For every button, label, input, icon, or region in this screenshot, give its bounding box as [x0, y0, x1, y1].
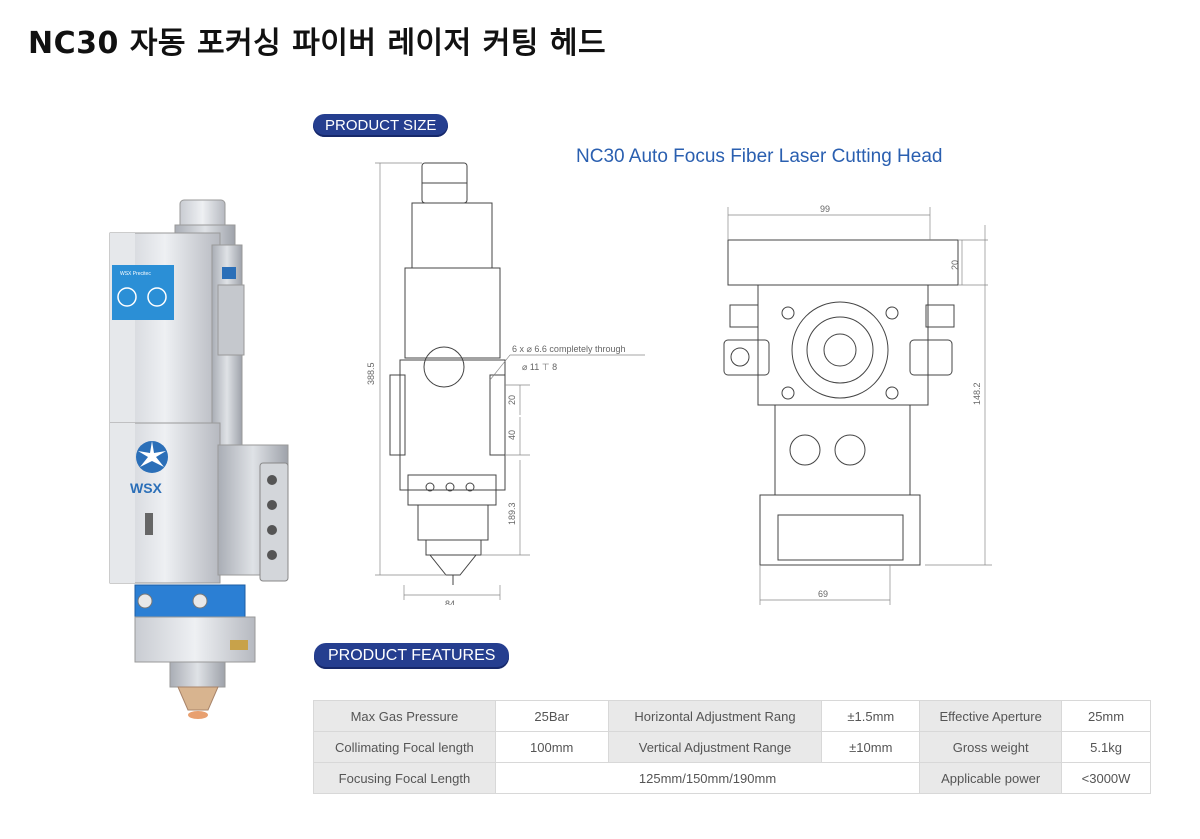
dim-height-top: 20 [950, 260, 960, 270]
dim-height-total: 148.2 [972, 382, 982, 405]
feature-value: 125mm/150mm/190mm [494, 762, 921, 794]
feature-value: <3000W [1061, 762, 1151, 794]
feature-value: 25Bar [494, 700, 609, 732]
page-title: NC30 자동 포커싱 파이버 레이저 커팅 헤드 [28, 26, 607, 61]
dim-20: 20 [507, 395, 517, 405]
table-row: Focusing Focal Length 125mm/150mm/190mm … [313, 762, 1151, 794]
cutting-head-photo: WSX Precitec WSX [109, 199, 289, 719]
feature-value: 100mm [494, 731, 609, 763]
feature-value: ±10mm [821, 731, 921, 763]
feature-label: Focusing Focal Length [313, 762, 496, 794]
product-subtitle: NC30 Auto Focus Fiber Laser Cutting Head [576, 146, 943, 167]
label-panel-text: WSX Precitec [120, 271, 151, 277]
svg-text:WSX: WSX [130, 480, 163, 496]
hole-note-1: 6 x ⌀ 6.6 completely through [512, 344, 625, 354]
feature-label: Collimating Focal length [313, 731, 496, 763]
features-table: Max Gas Pressure 25Bar Horizontal Adjust… [313, 700, 1151, 794]
dim-width-bottom: 69 [818, 589, 828, 599]
feature-label: Gross weight [919, 731, 1063, 763]
product-size-badge: PRODUCT SIZE [313, 114, 449, 137]
feature-value: 5.1kg [1061, 731, 1151, 763]
dim-lower: 189.3 [507, 502, 517, 525]
side-view-drawing: 388.5 84 20 40 189.3 6 x ⌀ 6.6 completel… [366, 162, 645, 605]
feature-value: ±1.5mm [821, 700, 921, 732]
wsx-logo: WSX [130, 441, 168, 496]
table-row: Max Gas Pressure 25Bar Horizontal Adjust… [313, 700, 1151, 732]
feature-value: 25mm [1061, 700, 1151, 732]
feature-label: Effective Aperture [919, 700, 1063, 732]
hole-note-2: ⌀ 11 ⊤ 8 [522, 362, 557, 372]
feature-label: Applicable power [919, 762, 1063, 794]
table-row: Collimating Focal length 100mm Vertical … [313, 731, 1151, 763]
dim-width-top: 99 [820, 204, 830, 214]
feature-label: Max Gas Pressure [313, 700, 496, 732]
feature-label: Vertical Adjustment Range [607, 731, 823, 763]
dim-width-bottom: 84 [445, 599, 455, 605]
dim-height-total: 388.5 [366, 362, 376, 385]
dim-40: 40 [507, 430, 517, 440]
product-features-badge: PRODUCT FEATURES [314, 643, 510, 669]
front-view-drawing: 99 20 148.2 69 [723, 204, 992, 605]
feature-label: Horizontal Adjustment Rang [607, 700, 823, 732]
